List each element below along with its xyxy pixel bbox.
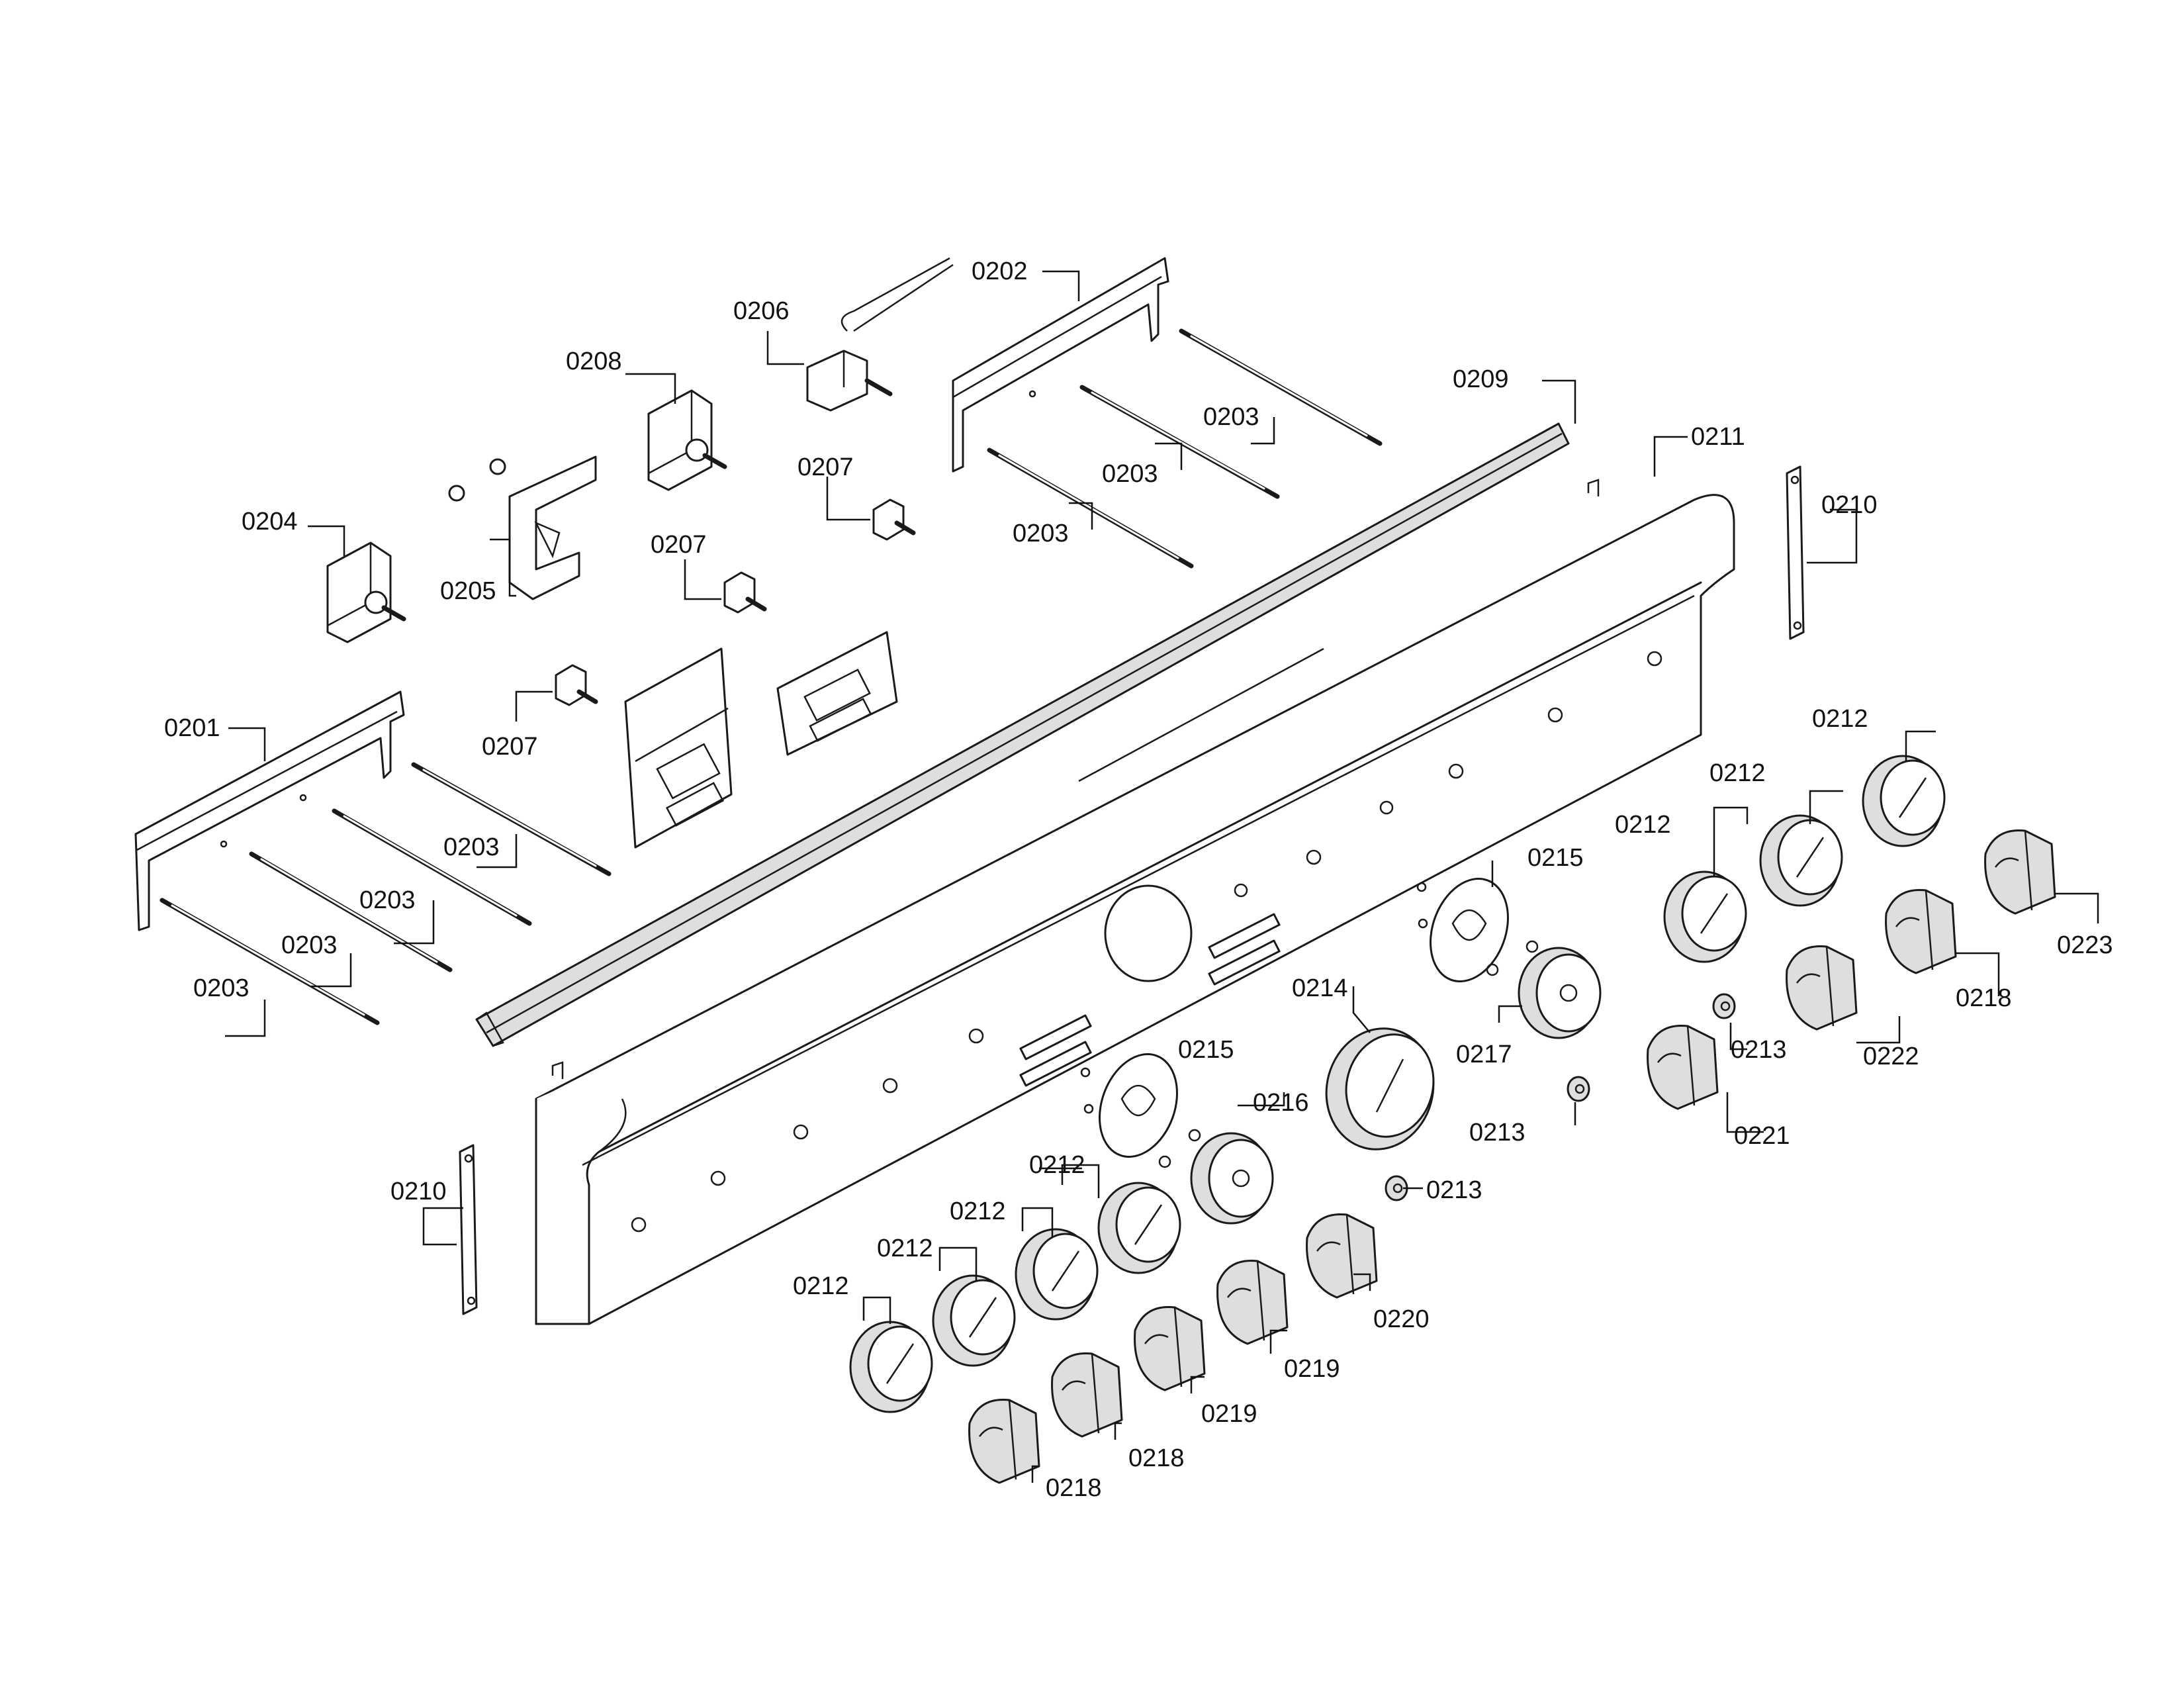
knob-rings — [849, 755, 1946, 1413]
end-bracket-left — [459, 1144, 478, 1315]
plate-0215-left — [1080, 1053, 1201, 1168]
switch-0208 — [647, 389, 727, 491]
trim-rail — [475, 422, 1570, 1047]
label-0203-f: 0203 — [1102, 460, 1158, 488]
label-0218-c: 0218 — [1046, 1474, 1102, 1502]
label-0215-a: 0215 — [1527, 844, 1584, 872]
label-0204: 0204 — [242, 508, 298, 536]
left-bracket — [134, 690, 405, 931]
label-0217: 0217 — [1456, 1041, 1512, 1068]
part-labels: 0201 0202 0203 0203 0203 0203 0203 0203 … — [164, 258, 2113, 1502]
thermostat-0206 — [806, 257, 954, 412]
label-0212-f: 0212 — [877, 1235, 933, 1262]
dial-0216 — [1190, 1132, 1274, 1225]
label-0207-a: 0207 — [797, 453, 854, 481]
label-0203-a: 0203 — [443, 833, 500, 861]
switch-0204 — [326, 541, 406, 643]
label-0212-e: 0212 — [950, 1197, 1006, 1225]
label-0222: 0222 — [1863, 1043, 1919, 1070]
label-0216: 0216 — [1253, 1089, 1309, 1117]
clock-0214 — [1325, 1027, 1435, 1150]
support-rods — [159, 328, 1383, 1025]
label-0212-b: 0212 — [1709, 759, 1766, 787]
leader-lines — [225, 270, 2099, 1483]
label-0207-c: 0207 — [482, 733, 538, 761]
label-0203-c: 0203 — [281, 931, 338, 959]
label-0219-a: 0219 — [1284, 1355, 1340, 1383]
control-panel — [535, 479, 1735, 1325]
label-0203-e: 0203 — [1203, 403, 1259, 431]
label-0210-a: 0210 — [1821, 491, 1878, 519]
control-board-right — [776, 631, 898, 756]
label-0214: 0214 — [1292, 974, 1348, 1002]
dial-0217 — [1518, 947, 1602, 1039]
panel-display-cutout — [1104, 884, 1193, 982]
label-0207-b: 0207 — [651, 531, 707, 559]
label-0219-b: 0219 — [1201, 1400, 1257, 1428]
label-0201: 0201 — [164, 714, 220, 742]
right-bracket — [952, 257, 1169, 473]
label-0205: 0205 — [440, 577, 496, 605]
label-0210-b: 0210 — [390, 1178, 447, 1205]
label-0213-b: 0213 — [1469, 1119, 1525, 1147]
label-0212-a: 0212 — [1812, 705, 1868, 733]
label-0223: 0223 — [2057, 931, 2113, 959]
label-0212-g: 0212 — [793, 1272, 849, 1300]
label-0206: 0206 — [733, 297, 790, 325]
label-0212-d: 0212 — [1029, 1151, 1085, 1179]
label-0212-c: 0212 — [1615, 811, 1671, 839]
label-0218-b: 0218 — [1128, 1444, 1185, 1472]
label-0202: 0202 — [972, 258, 1028, 285]
label-0209: 0209 — [1453, 365, 1509, 393]
control-knobs — [968, 829, 2056, 1484]
control-board-left — [624, 647, 733, 849]
label-0218-a: 0218 — [1956, 984, 2012, 1012]
label-0220: 0220 — [1373, 1305, 1430, 1333]
label-0203-g: 0203 — [1013, 520, 1069, 547]
end-bracket-right — [1786, 465, 1805, 640]
label-0203-d: 0203 — [193, 974, 250, 1002]
label-0213-c: 0213 — [1731, 1036, 1787, 1064]
label-0211: 0211 — [1691, 423, 1745, 451]
label-0221: 0221 — [1734, 1122, 1790, 1150]
toggle-switches-0207 — [555, 498, 916, 706]
panel-knob-holes — [631, 651, 1662, 1233]
label-0208: 0208 — [566, 348, 622, 375]
plate-0215-right — [1416, 878, 1539, 982]
label-0213-a: 0213 — [1426, 1176, 1482, 1204]
label-0215-b: 0215 — [1178, 1036, 1234, 1064]
label-0203-b: 0203 — [359, 886, 416, 914]
bracket-0205 — [448, 455, 597, 600]
